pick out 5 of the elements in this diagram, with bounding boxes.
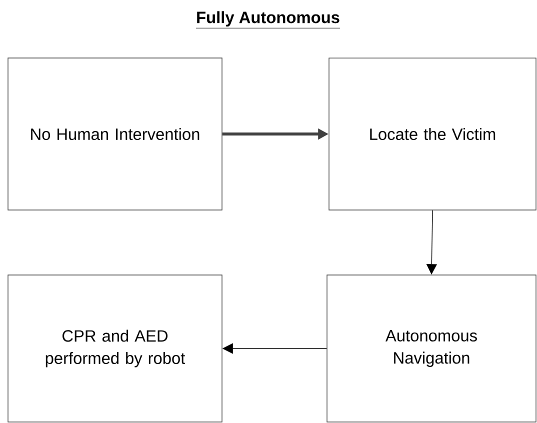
process-box: Locate the Victim — [328, 58, 536, 210]
process-box: CPR and AED performed by robot — [8, 274, 222, 422]
process-box: No Human Intervention — [8, 58, 222, 210]
process-box: Autonomous Navigation — [326, 274, 536, 422]
title: Fully Autonomous — [196, 11, 340, 28]
